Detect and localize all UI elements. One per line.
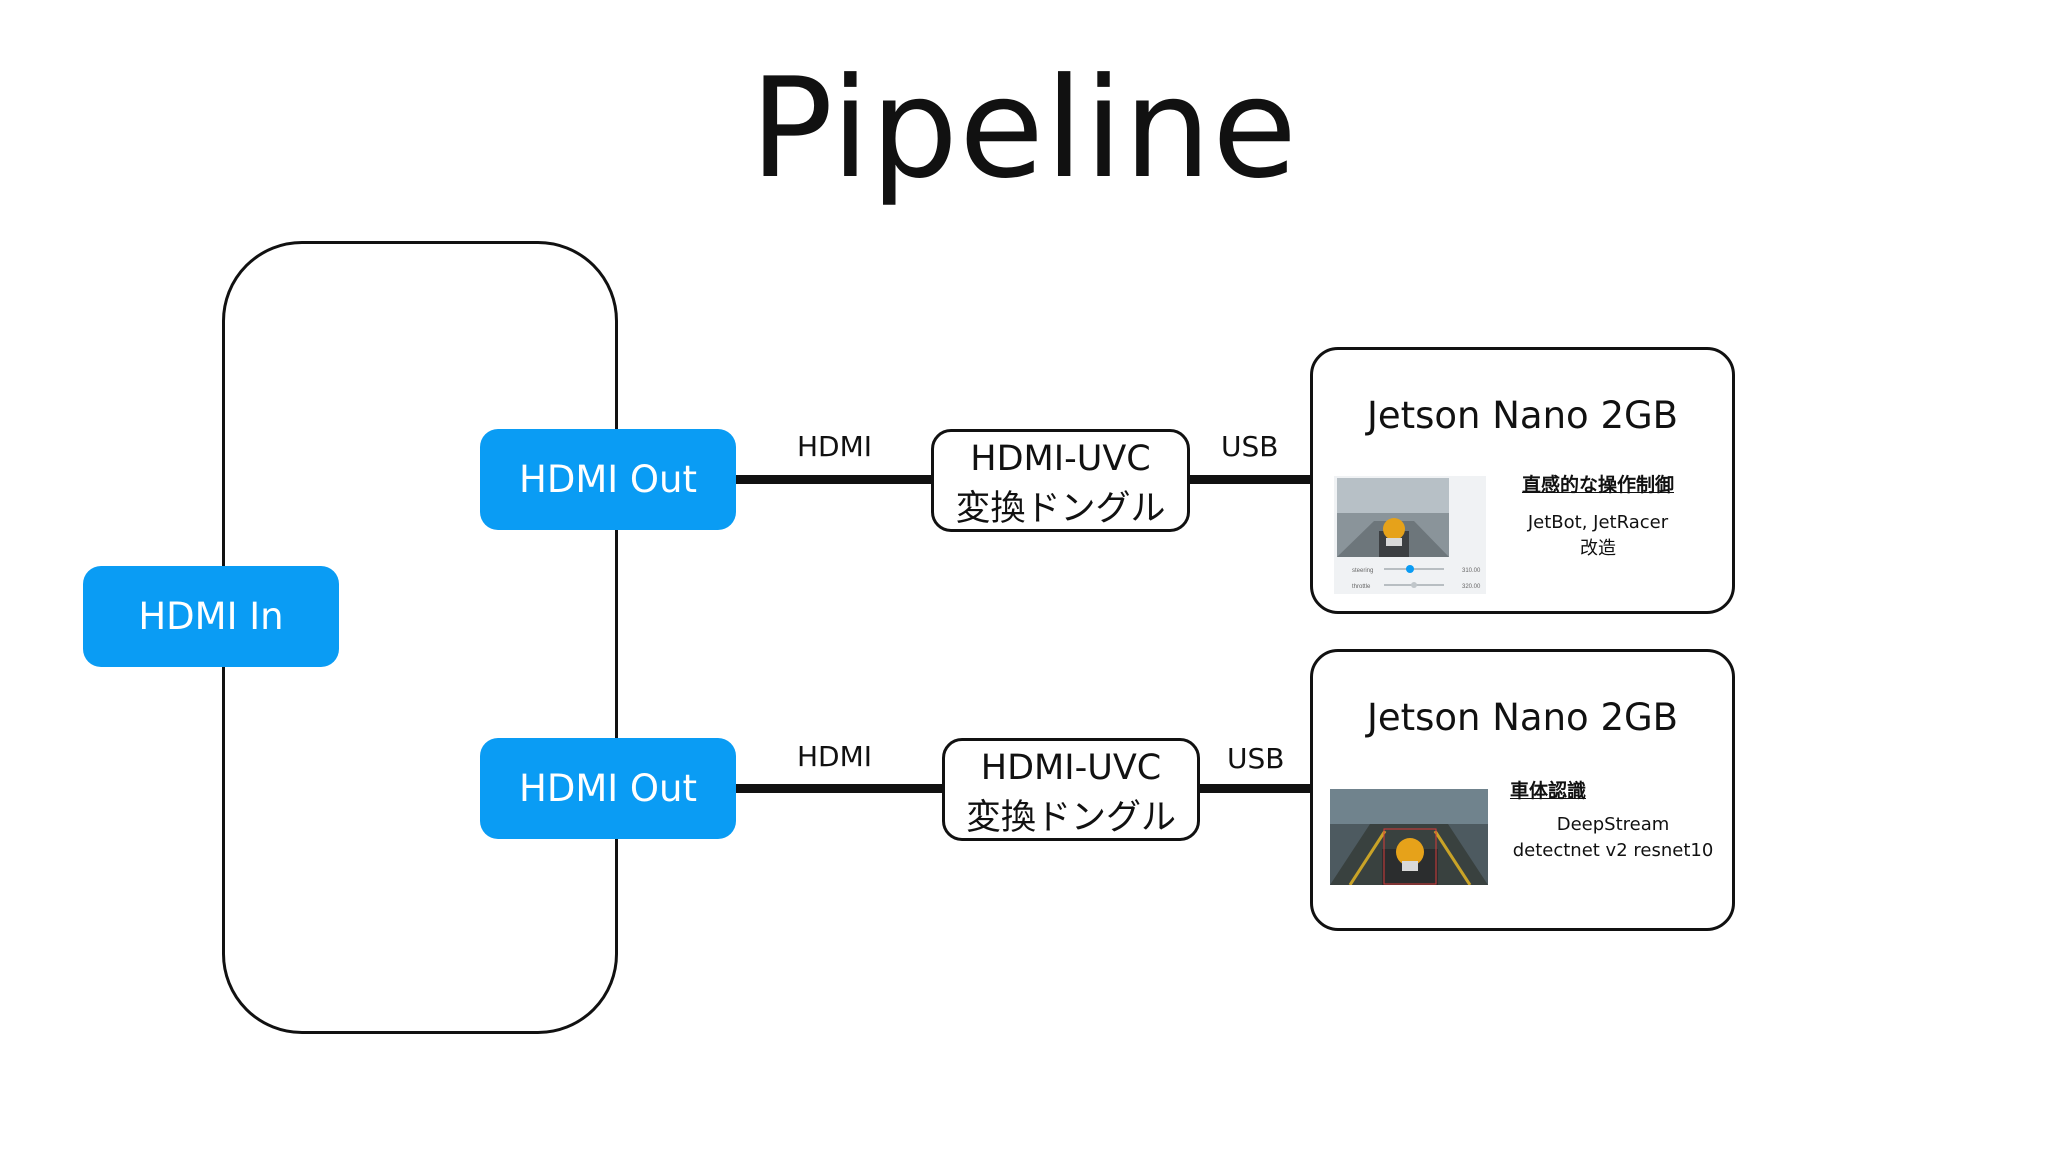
dongle-bottom-line2: 変換ドングル xyxy=(965,798,1176,838)
jetson-top-desc-line2: 改造 xyxy=(1580,538,1616,559)
jetson-bottom-title: Jetson Nano 2GB xyxy=(1366,696,1679,739)
hdmi-out-bottom-label: HDMI Out xyxy=(519,767,697,810)
hdmi-in-box: HDMI In xyxy=(83,566,339,667)
hdmi-in-label: HDMI In xyxy=(138,595,284,638)
bottom-hdmi-edge-label: HDMI xyxy=(797,740,873,773)
thumb-throttle-label: throttle xyxy=(1352,584,1371,590)
jetson-top-feature-desc: JetBot, JetRacer 改造 xyxy=(1503,510,1693,562)
thumb-steering-value: 310.00 xyxy=(1462,568,1481,574)
hdmi-uvc-dongle-top: HDMI-UVC 変換ドングル xyxy=(931,429,1190,532)
top-usb-edge-label: USB xyxy=(1221,430,1279,463)
jetson-top-box: Jetson Nano 2GB steering throttle 310.00… xyxy=(1310,347,1735,614)
bottom-usb-edge-label: USB xyxy=(1227,742,1285,775)
hdmi-out-bottom-box: HDMI Out xyxy=(480,738,736,839)
bottom-usb-cable xyxy=(1199,784,1311,793)
jetson-top-feature-title: 直感的な操作制御 xyxy=(1521,474,1674,496)
top-hdmi-cable xyxy=(736,475,932,484)
hdmi-out-top-label: HDMI Out xyxy=(519,458,697,501)
top-usb-cable xyxy=(1189,475,1311,484)
jetson-bottom-box: Jetson Nano 2GB 車体認識 DeepStream detectne… xyxy=(1310,649,1735,931)
detection-screenshot xyxy=(1330,789,1488,885)
jetson-bottom-desc-line1: DeepStream xyxy=(1556,814,1670,835)
dongle-top-line2: 変換ドングル xyxy=(955,489,1166,529)
dongle-bottom-line1: HDMI-UVC xyxy=(980,748,1162,788)
jetson-top-title: Jetson Nano 2GB xyxy=(1366,394,1679,437)
jetson-bottom-desc-line2: detectnet v2 resnet10 xyxy=(1512,840,1714,861)
dongle-top-line1: HDMI-UVC xyxy=(970,439,1151,479)
page-title: Pipeline xyxy=(749,48,1299,209)
jetson-top-desc-line1: JetBot, JetRacer xyxy=(1527,512,1669,533)
thumb-throttle-value: 320.00 xyxy=(1462,584,1481,590)
hdmi-uvc-dongle-bottom: HDMI-UVC 変換ドングル xyxy=(942,738,1200,841)
top-hdmi-edge-label: HDMI xyxy=(797,430,873,463)
hdmi-out-top-box: HDMI Out xyxy=(480,429,736,530)
jetson-bottom-feature-desc: DeepStream detectnet v2 resnet10 xyxy=(1503,812,1723,864)
jetson-bottom-feature-title: 車体認識 xyxy=(1509,780,1586,802)
control-ui-screenshot: steering throttle 310.00 320.00 xyxy=(1334,476,1486,594)
bottom-hdmi-cable xyxy=(736,784,944,793)
thumb-steering-label: steering xyxy=(1352,568,1373,574)
